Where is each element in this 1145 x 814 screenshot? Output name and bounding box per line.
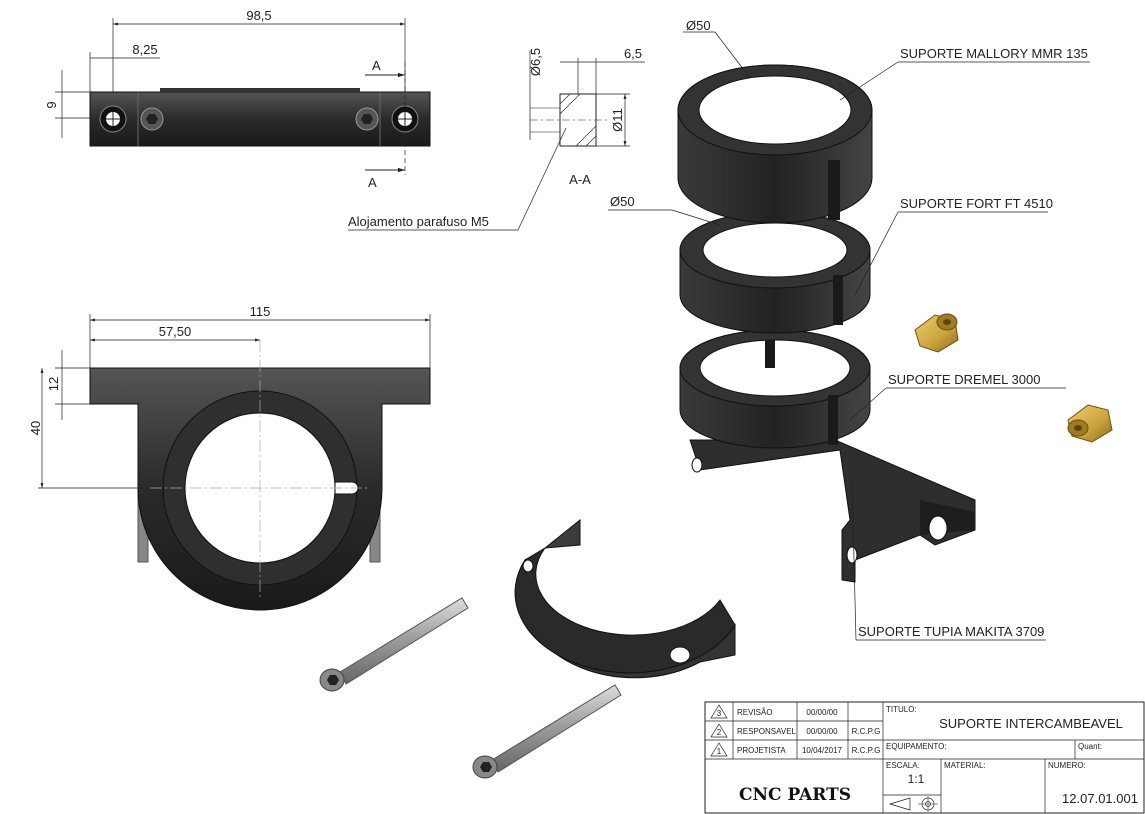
tb-numero: 12.07.01.001 [1062, 791, 1138, 806]
callout-mallory: SUPORTE MALLORY MMR 135 [900, 46, 1088, 61]
top-view: 98,5 8,25 9 A A [44, 8, 431, 190]
section-mark-bottom: A [368, 175, 377, 190]
brass-insert-2 [1067, 404, 1113, 443]
tb-titulo: SUPORTE INTERCAMBEAVEL [939, 716, 1123, 731]
tb-titulo-label: TITULO: [886, 705, 917, 714]
company-logo: CNC PARTS [739, 785, 851, 805]
dim-front-flange: 12 [46, 377, 61, 391]
dim-front-half: 57,50 [159, 324, 192, 339]
svg-text:00/00/00: 00/00/00 [806, 708, 838, 717]
tb-row-label: RESPONSAVEL [737, 727, 797, 736]
tb-escala-label: ESCALA: [886, 761, 920, 770]
dim-section-dia-large: Ø11 [610, 108, 625, 132]
svg-text:R.C.P.G: R.C.P.G [852, 727, 881, 736]
dim-section-width: 6,5 [624, 46, 642, 61]
dim-ring-dia-1: Ø50 [686, 18, 711, 33]
callout-makita: SUPORTE TUPIA MAKITA 3709 [858, 624, 1044, 639]
dim-front-overall: 115 [250, 304, 271, 319]
exploded-view: Ø50 Ø50 SUPORTE MALLORY MMR 135 SUPORTE … [319, 18, 1113, 779]
brass-insert-1 [914, 313, 959, 353]
callout-dremel: SUPORTE DREMEL 3000 [888, 372, 1040, 387]
tb-escala: 1:1 [908, 772, 925, 786]
section-mark-top: A [372, 58, 381, 73]
callout-screw-pocket: Alojamento parafuso M5 [348, 214, 489, 229]
clamp-half [514, 518, 736, 679]
tb-material-label: MATERIAL: [944, 761, 986, 770]
tb-numero-label: NUMERO: [1048, 761, 1086, 770]
title-block: 3 REVISÃO 00/00/00 2 RESPONSAVEL 00/00/0… [704, 701, 1145, 814]
svg-text:00/00/00: 00/00/00 [806, 727, 838, 736]
svg-text:3: 3 [717, 709, 722, 718]
tb-row-label: REVISÃO [737, 708, 773, 717]
bolt-1 [319, 597, 469, 692]
front-view: 115 57,50 12 40 [28, 304, 431, 611]
tb-equipamento-label: EQUIPAMENTO: [886, 742, 947, 751]
dim-ring-dia-2: Ø50 [610, 194, 635, 209]
svg-text:R.C.P.G: R.C.P.G [852, 746, 881, 755]
bolt-2 [472, 684, 622, 779]
dim-front-height: 40 [28, 421, 43, 435]
dim-top-hole-offset: 8,25 [132, 42, 157, 57]
tb-quant-label: Quant: [1078, 742, 1102, 751]
dim-top-overall: 98,5 [246, 8, 271, 23]
dim-section-dia-small: Ø6,5 [528, 48, 543, 76]
section-label: A-A [569, 172, 591, 187]
dim-top-height: 9 [44, 101, 59, 108]
callout-fort: SUPORTE FORT FT 4510 [900, 196, 1053, 211]
section-view: Ø6,5 6,5 Ø11 A-A Alojamento parafuso M5 [348, 46, 645, 231]
svg-text:1: 1 [717, 747, 722, 756]
tb-row-label: PROJETISTA [737, 746, 786, 755]
svg-text:2: 2 [717, 728, 722, 737]
svg-text:10/04/2017: 10/04/2017 [802, 746, 843, 755]
projection-symbol-icon [888, 796, 938, 812]
